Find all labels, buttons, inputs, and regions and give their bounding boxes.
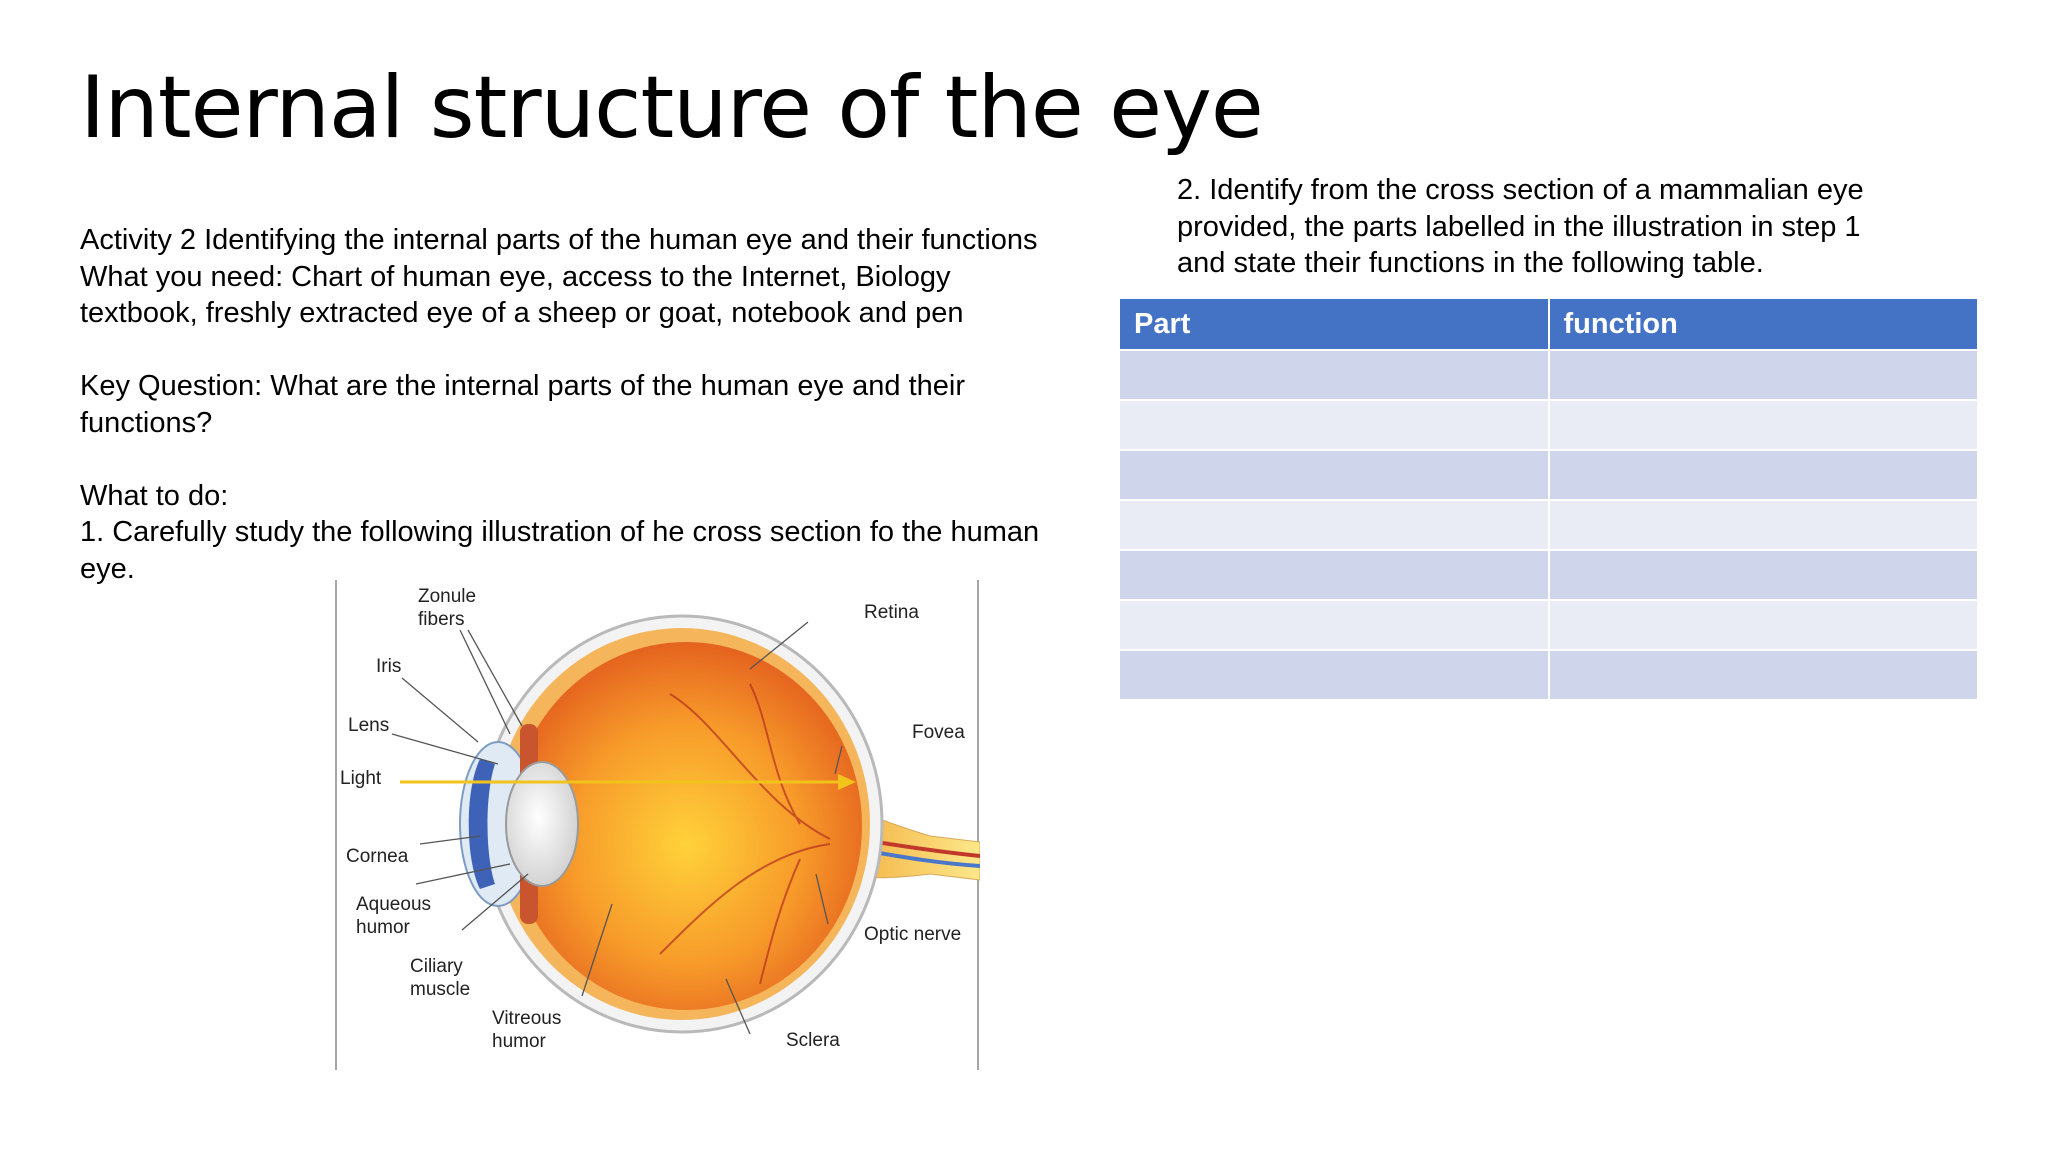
label-lens: Lens [348,715,389,736]
label-retina: Retina [864,602,919,623]
part-cell[interactable] [1118,599,1550,651]
what-to-do-heading: What to do: [80,479,229,512]
table-header-row: Part function [1118,297,1979,351]
part-cell[interactable] [1118,649,1550,701]
eye-cross-section-diagram: Zonule fibers Iris Lens Light Cornea Aqu… [335,580,980,1070]
table-row [1118,499,1979,551]
function-cell[interactable] [1547,399,1979,451]
activity-heading: Activity 2 Identifying the internal part… [80,224,1038,256]
label-iris: Iris [376,656,401,677]
part-cell[interactable] [1118,549,1550,601]
table-row [1118,449,1979,501]
function-cell[interactable] [1547,599,1979,651]
spacer [80,332,1090,369]
leader-lines [391,621,843,1035]
step-1-line-2: eye. [80,552,135,585]
label-ciliary-muscle-1: Ciliary [410,956,463,977]
label-aqueous-humor-2: humor [356,917,411,938]
activity-instructions: Activity 2 Identifying the internal part… [80,222,1090,587]
label-optic-nerve: Optic nerve [864,924,961,945]
step-2-line-1: 2. Identify from the cross section of a … [1177,174,1864,206]
function-cell[interactable] [1547,499,1979,551]
table-row [1118,399,1979,451]
materials-line-2: textbook, freshly extracted eye of a she… [80,297,964,329]
materials-line-1: What you need: Chart of human eye, acces… [80,260,951,293]
function-cell[interactable] [1547,549,1979,601]
label-fovea: Fovea [912,722,965,743]
table-row [1118,599,1979,651]
part-cell[interactable] [1118,399,1550,451]
label-zonule-fibers-2: fibers [418,609,464,630]
step-1-line-1: 1. Carefully study the following illustr… [80,516,1040,548]
function-cell[interactable] [1547,649,1979,701]
blood-vessels [659,683,831,985]
vitreous-shape [510,642,862,1010]
key-question-line-1: Key Question: What are the internal part… [80,370,966,402]
header-part: Part [1118,297,1550,351]
step-2-instructions: 2. Identify from the cross section of a … [1177,172,1997,282]
label-zonule-fibers-1: Zonule [418,586,476,607]
part-cell[interactable] [1118,349,1550,401]
key-question-line-2: functions? [80,406,213,439]
label-sclera: Sclera [786,1030,840,1051]
iris-shape [468,759,495,889]
header-function: function [1547,297,1979,351]
step-2-line-2: provided, the parts labelled in the illu… [1177,210,1861,243]
lens-shape [505,761,579,887]
light-arrow-icon [838,774,856,790]
table-row [1118,349,1979,401]
step-2-line-3: and state their functions in the followi… [1177,247,1764,279]
slide-title: Internal structure of the eye [80,58,1264,158]
label-vitreous-humor-2: humor [492,1031,547,1052]
part-cell[interactable] [1118,499,1550,551]
part-cell[interactable] [1118,449,1550,501]
label-light: Light [340,768,382,789]
label-aqueous-humor-1: Aqueous [356,894,431,915]
parts-function-table: Part function [1118,297,1979,701]
function-cell[interactable] [1547,349,1979,401]
function-cell[interactable] [1547,449,1979,501]
table-row [1118,549,1979,601]
table-row [1118,649,1979,701]
spacer [80,441,1090,478]
label-ciliary-muscle-2: muscle [410,979,470,1000]
label-cornea: Cornea [346,846,409,867]
label-vitreous-humor-1: Vitreous [492,1008,561,1029]
